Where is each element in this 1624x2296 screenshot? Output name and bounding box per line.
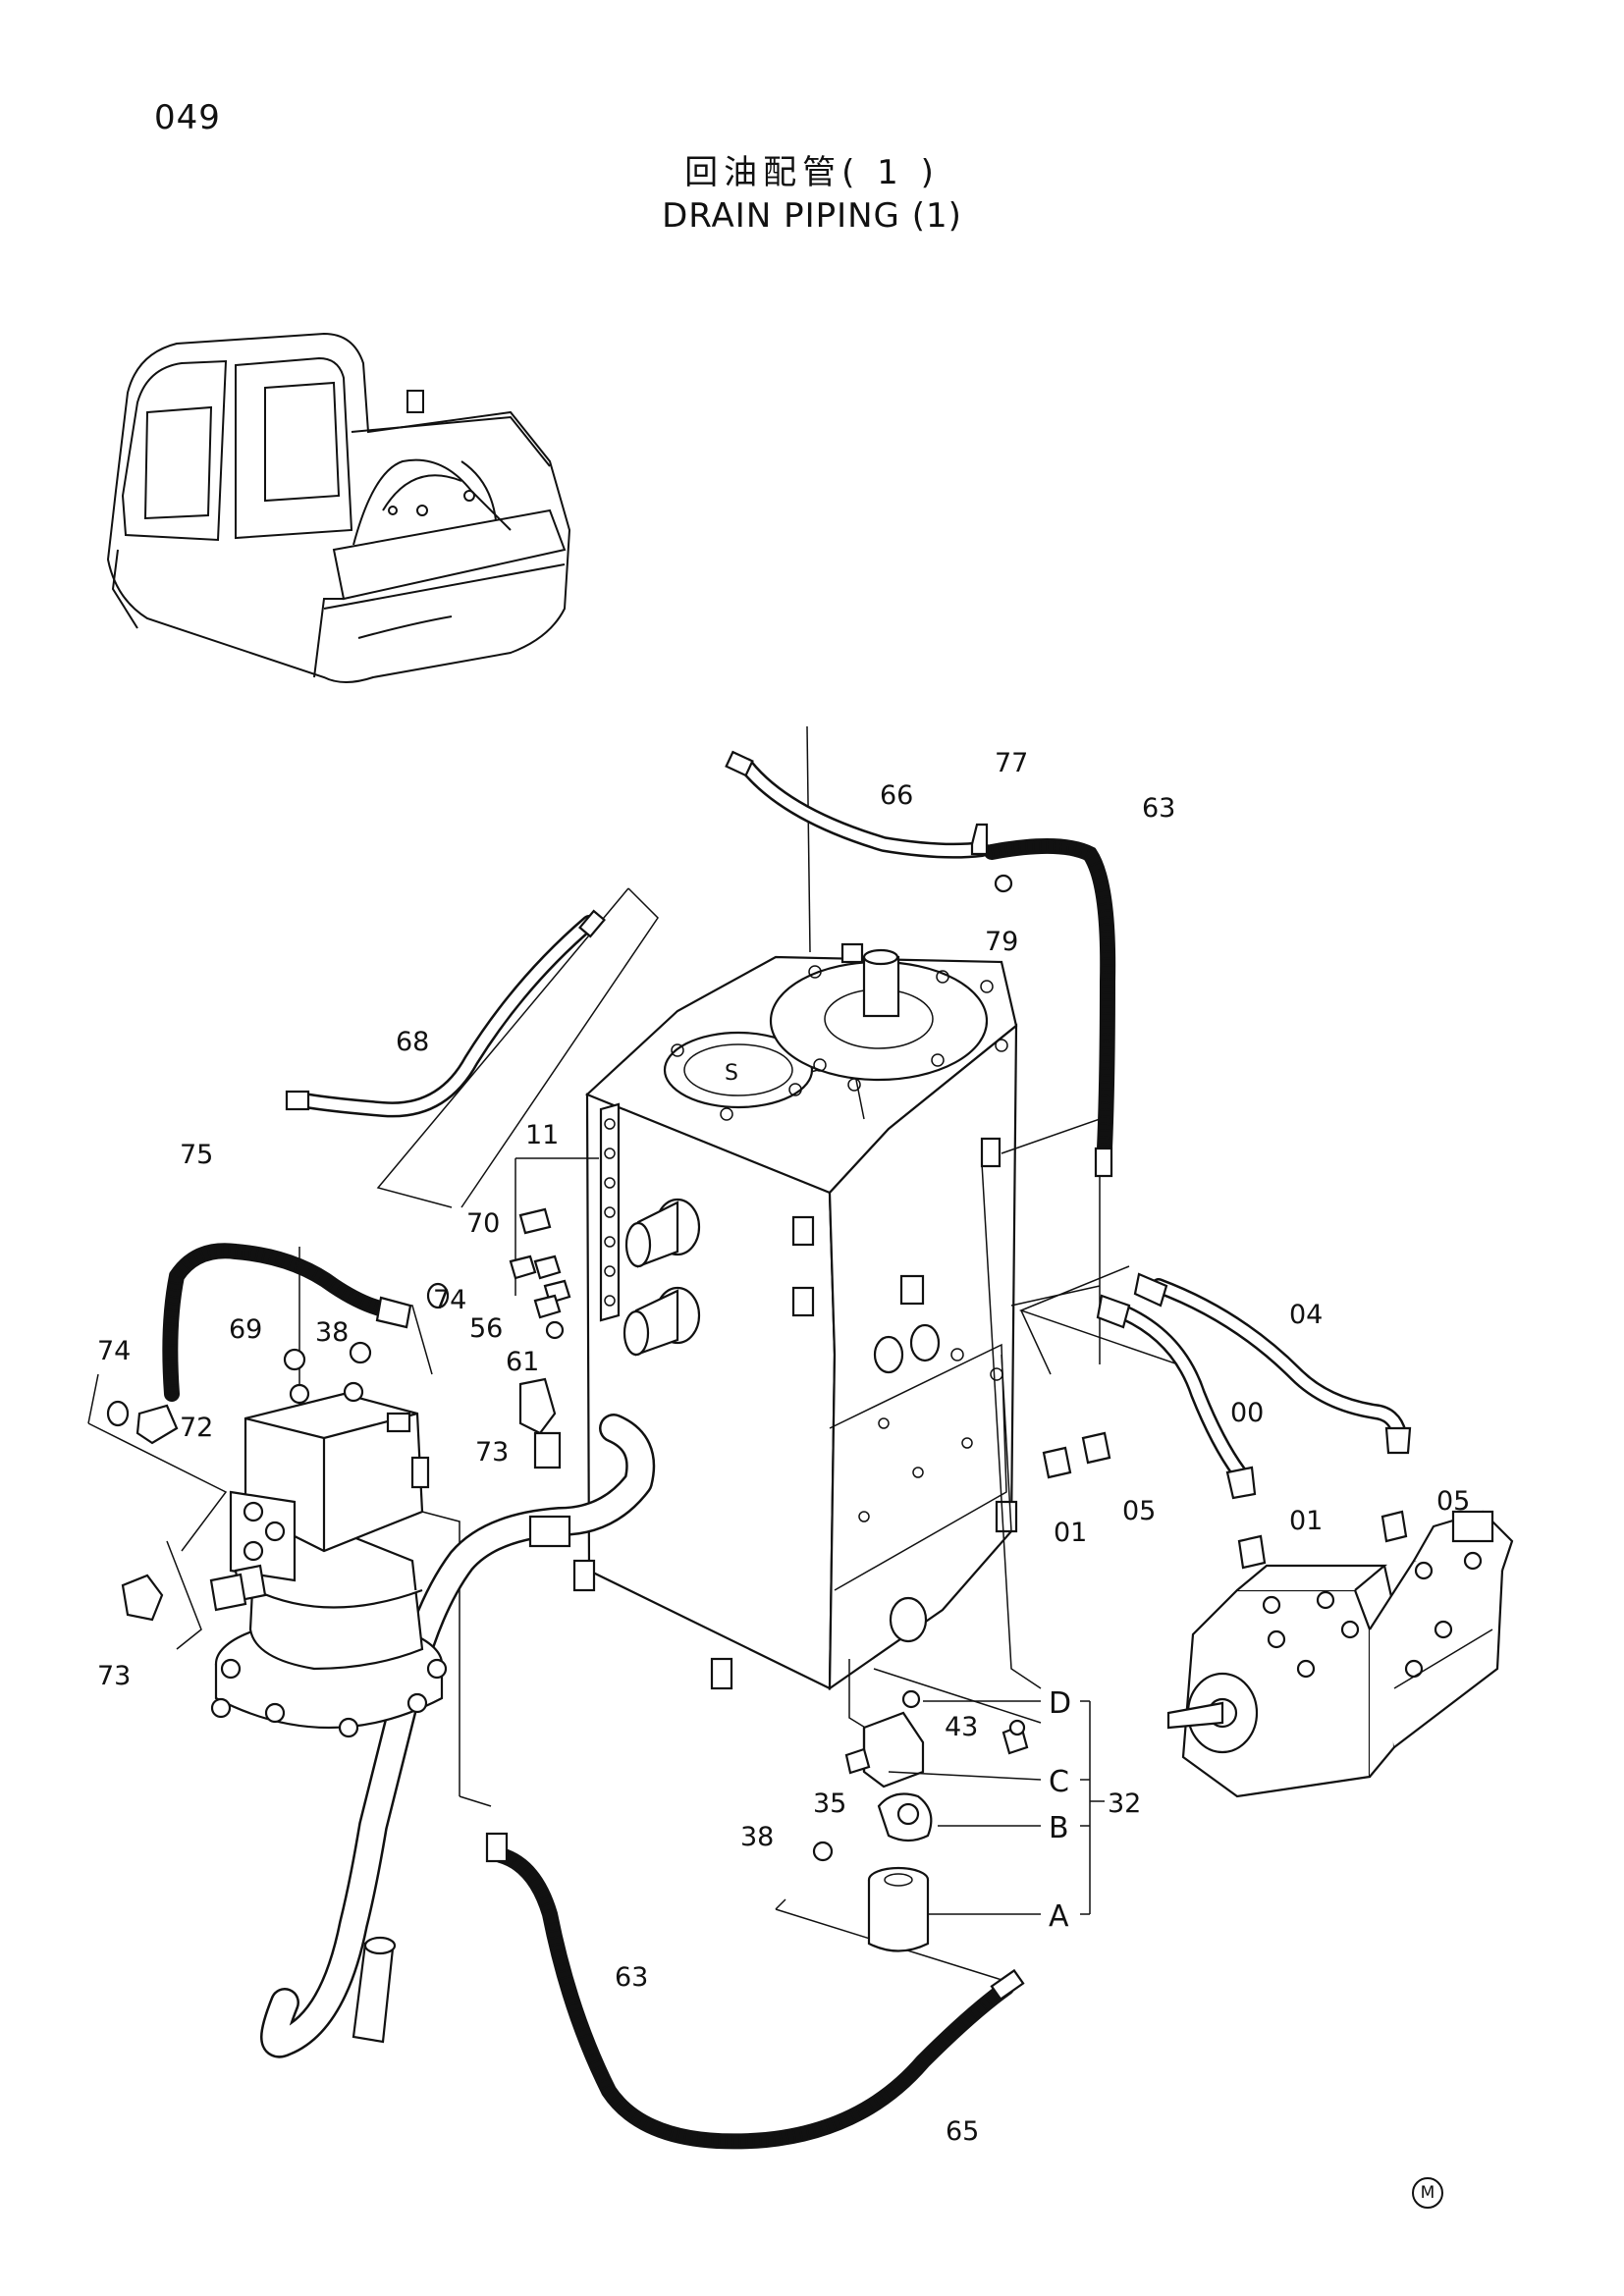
- callout-73-a: 73: [475, 1437, 509, 1468]
- fittings-pump: [1042, 1431, 1408, 1570]
- callout-C: C: [1049, 1765, 1069, 1799]
- callout-32: 32: [1108, 1789, 1141, 1819]
- pipe-large: [260, 1414, 656, 2058]
- callout-66: 66: [880, 780, 913, 811]
- swing-motor-icon: [209, 1381, 448, 1738]
- callout-61: 61: [506, 1347, 539, 1377]
- callout-56: 56: [469, 1313, 503, 1344]
- callout-63-lower: 63: [615, 1962, 648, 1993]
- filter-assembly-icon: [812, 1689, 1029, 1952]
- callout-B: B: [1049, 1811, 1069, 1845]
- callout-38-b: 38: [740, 1822, 774, 1852]
- callout-75: 75: [180, 1140, 213, 1170]
- callout-74-b: 74: [97, 1336, 131, 1366]
- page-number: 049: [154, 98, 221, 137]
- excavator-overview-icon: [106, 332, 571, 683]
- callout-63-upper: 63: [1142, 793, 1175, 824]
- callout-D: D: [1049, 1686, 1071, 1721]
- hose-66: [725, 750, 990, 859]
- callout-05-a: 05: [1122, 1496, 1156, 1526]
- callout-43: 43: [945, 1712, 978, 1742]
- callout-79: 79: [985, 927, 1018, 957]
- callout-77: 77: [995, 748, 1028, 778]
- callout-38-a: 38: [315, 1317, 349, 1348]
- callout-01-b: 01: [1289, 1506, 1323, 1536]
- callout-72: 72: [180, 1413, 213, 1443]
- hose-04: [1133, 1272, 1412, 1455]
- callout-11: 11: [525, 1120, 559, 1150]
- callout-70: 70: [466, 1208, 500, 1239]
- callout-73-b: 73: [97, 1661, 131, 1691]
- hose-68: [285, 909, 606, 1118]
- symbol-mark: M: [1412, 2177, 1443, 2209]
- callouts: 66 77 63 79 68 11 70 75 74 56 61 69 38 7…: [97, 748, 1470, 2147]
- hydraulic-tank-icon: S: [572, 942, 1018, 1691]
- svg-text:S: S: [725, 1061, 738, 1086]
- hose-63-upper: [984, 837, 1116, 1178]
- callout-04: 04: [1289, 1300, 1323, 1330]
- callout-05-b: 05: [1436, 1486, 1470, 1517]
- fittings-motor: [106, 1282, 562, 1622]
- callout-35: 35: [813, 1789, 846, 1819]
- hose-75: [162, 1243, 412, 1402]
- pump-assembly-icon: [1166, 1510, 1514, 1798]
- title-english: DRAIN PIPING (1): [662, 196, 962, 236]
- callout-00: 00: [1230, 1398, 1264, 1428]
- hose-00: [1096, 1294, 1257, 1500]
- callout-A: A: [1049, 1899, 1069, 1934]
- fittings-tank-side: [509, 1207, 571, 1340]
- callout-69: 69: [229, 1314, 262, 1345]
- callout-65: 65: [946, 2116, 979, 2147]
- bracket-32: [888, 1700, 1105, 1915]
- clamp-77: [970, 823, 1013, 893]
- callout-68: 68: [396, 1027, 429, 1057]
- callout-01-a: 01: [1054, 1518, 1087, 1548]
- callout-74-a: 74: [433, 1285, 466, 1315]
- hose-63-lower: [485, 1832, 1025, 2150]
- title-chinese: 回油配管( 1 ): [684, 153, 940, 192]
